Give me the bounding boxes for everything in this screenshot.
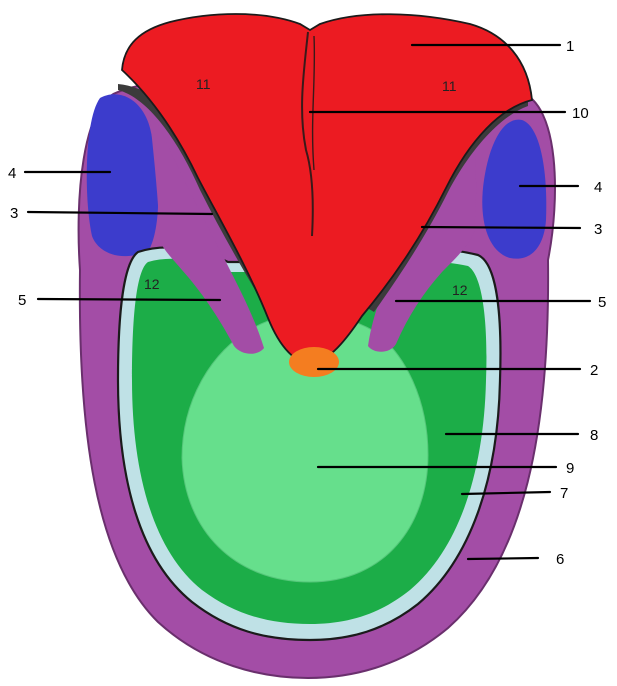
label-9: 9 <box>566 460 574 477</box>
label-3-right: 3 <box>594 221 602 238</box>
label-1: 1 <box>566 38 574 55</box>
region-label-11-left: 11 <box>196 76 211 92</box>
label-10: 10 <box>572 105 589 122</box>
leader-line-5-left <box>38 299 220 300</box>
region-label-11-right: 11 <box>442 78 457 94</box>
label-2: 2 <box>590 362 598 379</box>
label-4-right: 4 <box>594 179 602 196</box>
region-label-12-right: 12 <box>452 282 468 298</box>
region-label-12-left: 12 <box>144 276 160 292</box>
label-5-left: 5 <box>18 292 26 309</box>
label-4-left: 4 <box>8 165 16 182</box>
label-5-right: 5 <box>598 294 606 311</box>
label-8: 8 <box>590 427 598 444</box>
label-6: 6 <box>556 551 564 568</box>
label-7: 7 <box>560 485 568 502</box>
label-3-left: 3 <box>10 205 18 222</box>
orange-tip <box>289 347 339 377</box>
leader-line-6 <box>468 558 538 559</box>
leader-line-3-right <box>422 227 580 228</box>
